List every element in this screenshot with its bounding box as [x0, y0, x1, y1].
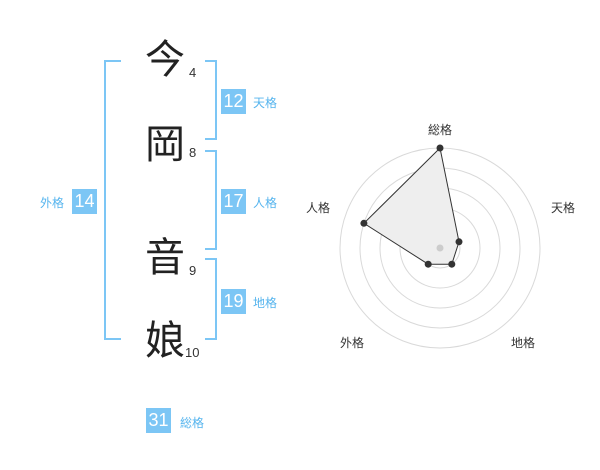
jin-label: 人格 — [253, 196, 278, 210]
so-value: 31 — [146, 408, 171, 433]
chi-value: 19 — [221, 289, 246, 314]
strokes-4: 10 — [185, 345, 200, 360]
char-1: 今 — [145, 37, 185, 83]
bracket-chi — [205, 258, 217, 340]
axis-label-gai: 外格 — [340, 335, 364, 350]
strokes-2: 8 — [189, 145, 197, 160]
bracket-gai — [104, 60, 121, 340]
chi-label: 地格 — [253, 296, 278, 310]
radar-axis-labels: 総格 天格 地格 外格 人格 — [306, 122, 575, 350]
ten-value: 12 — [221, 89, 246, 114]
radar-point-5 — [360, 219, 368, 227]
ten-label: 天格 — [253, 96, 278, 110]
radar-point-3 — [448, 260, 456, 268]
char-3: 音 — [145, 235, 185, 281]
radar-point-2 — [455, 238, 463, 246]
bracket-jin — [205, 150, 217, 250]
radar-data-area — [363, 146, 460, 265]
so-label: 総格 — [180, 416, 205, 430]
axis-label-ten: 天格 — [551, 200, 575, 215]
gai-value: 14 — [72, 189, 97, 214]
axis-label-chi: 地格 — [511, 335, 535, 350]
axis-label-so: 総格 — [428, 122, 452, 137]
char-4: 娘 — [145, 318, 185, 364]
strokes-3: 9 — [189, 263, 197, 278]
jin-value: 17 — [221, 189, 246, 214]
radar-point-4 — [424, 260, 432, 268]
bracket-ten — [205, 60, 217, 140]
gai-label: 外格 — [40, 196, 65, 210]
char-2: 岡 — [145, 122, 185, 168]
strokes-1: 4 — [189, 65, 197, 80]
radar-center — [436, 244, 444, 252]
radar-points — [360, 144, 463, 268]
radar-point-1 — [436, 144, 444, 152]
axis-label-jin: 人格 — [306, 200, 330, 215]
